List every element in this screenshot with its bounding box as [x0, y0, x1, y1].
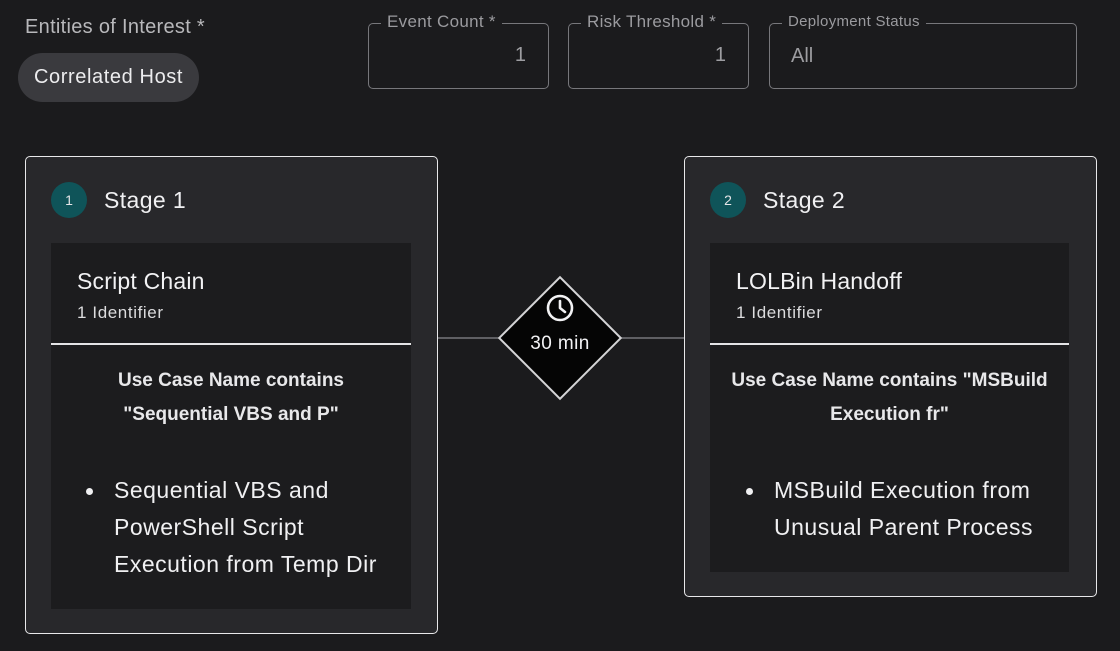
stage-number-badge: 2: [710, 182, 746, 218]
use-case-item: Sequential VBS and PowerShell Script Exe…: [78, 472, 404, 583]
clock-icon: [546, 294, 574, 322]
use-case-list: MSBuild Execution from Unusual Parent Pr…: [738, 472, 1063, 546]
delay-label: 30 min: [530, 333, 590, 354]
stage-header: 2 Stage 2: [710, 182, 845, 218]
deployment-status-value[interactable]: All: [791, 45, 814, 67]
rule-condition-line-2: Execution fr": [830, 404, 949, 425]
risk-threshold-value[interactable]: 1: [714, 44, 726, 66]
identifier-count: 1 Identifier: [77, 303, 164, 322]
delay-window-node[interactable]: 30 min: [497, 275, 623, 401]
rule-condition: Use Case Name contains "Sequential VBS a…: [51, 364, 411, 432]
use-case-item: MSBuild Execution from Unusual Parent Pr…: [738, 472, 1063, 546]
stage-card-1[interactable]: 1 Stage 1 Script Chain 1 Identifier Use …: [25, 156, 438, 634]
rule-condition-line-1: Use Case Name contains "MSBuild: [731, 370, 1048, 391]
panel-divider: [710, 343, 1069, 345]
identifier-count: 1 Identifier: [736, 303, 823, 322]
risk-threshold-label: Risk Threshold *: [581, 12, 723, 32]
rule-condition-line-1: Use Case Name contains: [118, 370, 344, 391]
event-count-value[interactable]: 1: [514, 44, 526, 66]
event-count-label: Event Count *: [381, 12, 502, 32]
rule-name: LOLBin Handoff: [736, 268, 903, 294]
stage-connector-left: [438, 337, 502, 339]
deployment-status-select[interactable]: Deployment Status All: [769, 13, 1077, 89]
event-count-field[interactable]: Event Count * 1: [368, 12, 549, 89]
entities-of-interest-label: Entities of Interest *: [25, 16, 206, 38]
rule-name: Script Chain: [77, 268, 205, 294]
stage-number-badge: 1: [51, 182, 87, 218]
deployment-status-label: Deployment Status: [782, 13, 926, 30]
rule-condition-line-2: "Sequential VBS and P": [123, 404, 339, 425]
correlated-host-chip[interactable]: Correlated Host: [18, 53, 200, 102]
stage-connector-right: [618, 337, 684, 339]
rule-condition: Use Case Name contains "MSBuild Executio…: [710, 364, 1069, 432]
use-case-list: Sequential VBS and PowerShell Script Exe…: [78, 472, 404, 583]
stage-title: Stage 1: [104, 186, 187, 213]
panel-divider: [51, 343, 411, 345]
stage-title: Stage 2: [763, 186, 846, 213]
rule-panel[interactable]: Script Chain 1 Identifier Use Case Name …: [51, 243, 411, 609]
rule-panel[interactable]: LOLBin Handoff 1 Identifier Use Case Nam…: [710, 243, 1069, 572]
stage-header: 1 Stage 1: [51, 182, 186, 218]
risk-threshold-field[interactable]: Risk Threshold * 1: [568, 12, 749, 89]
stage-card-2[interactable]: 2 Stage 2 LOLBin Handoff 1 Identifier Us…: [684, 156, 1097, 597]
